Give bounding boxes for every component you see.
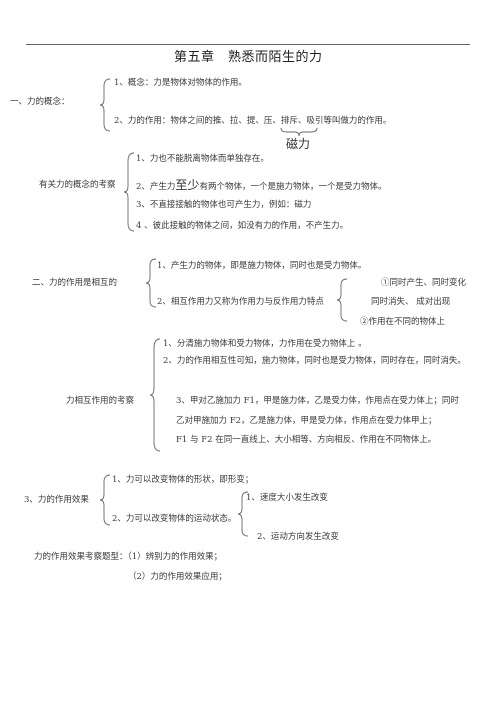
s2-item2-pre: 2、产生力 (136, 182, 176, 192)
section-4-brace (149, 338, 161, 452)
footer-line-2: （2）力的作用效果应用； (128, 572, 227, 582)
s4-item3a: 3、甲对乙施加力 F1，甲是施力体，乙是受力体，作用点在受力体上；同时 (176, 396, 459, 406)
s3-item2: 2、相互作用力又称为作用力与反作用力特点 (157, 297, 324, 307)
s2-item2-post: 有两个物体，一个是施力物体，一个是受力物体。 (199, 182, 387, 192)
s2-item1: 1、力也不能脱离物体而单独存在。 (136, 154, 269, 164)
page-title: 第五章 熟悉而陌生的力 (174, 50, 323, 65)
footer-line-1: 力的作用效果考察题型：（1）辨别力的作用效果； (34, 552, 223, 562)
section-5-brace (99, 474, 111, 526)
s4-item3c: F1 与 F2 在同一直线上、大小相等、方向相反、作用在不同物体上。 (176, 435, 437, 445)
section-3-brace (145, 258, 157, 308)
s3-item1: 1、产生力的物体，即是施力物体，同时也是受力物体。 (157, 261, 367, 271)
section-3-label: 二、力的作用是相互的 (32, 278, 118, 288)
s5-sub-brace (237, 491, 249, 537)
under-brace (280, 127, 318, 137)
section-1-brace (99, 78, 111, 132)
s1-item2: 2、力的作用：物体之间的推、拉、提、压、排斥、吸引等叫做力的作用。 (114, 116, 392, 126)
s4-item2: 2、力的作用相互性可知，施力物体，同时也是受力物体，同时存在，同时消失。 (163, 356, 466, 366)
title-rule (26, 44, 470, 45)
s3-sub3: ②作用在不同的物体上 (360, 317, 446, 327)
s4-item1: 1、分清施力物体和受力物体，力作用在受力物体上 。 (163, 339, 367, 349)
section-4-label: 力相互作用的考察 (66, 396, 135, 406)
s3-sub-brace (336, 278, 348, 322)
s5-sub2: 2、运动方向发生改变 (257, 532, 339, 542)
s1-item1: 1、概念：力是物体对物体的作用。 (114, 78, 247, 88)
s1-under-label: 磁力 (286, 137, 311, 151)
s5-item1: 1、力可以改变物体的形状，即形变； (112, 475, 254, 485)
s2-item2-emphasis: 至少 (175, 178, 200, 192)
section-1-label: 一、力的概念： (10, 97, 70, 107)
s3-sub2: 同时消失、 成对出现 (371, 297, 451, 307)
section-2-label: 有关力的概念的考察 (39, 180, 116, 190)
s2-item4: 4 、彼此接触的物体之间，如没有力的作用，不产生力。 (136, 221, 349, 231)
section-2-brace (123, 152, 135, 232)
s5-sub1: 1、速度大小发生改变 (246, 493, 328, 503)
s3-sub1: ①同时产生、同时变化 (381, 278, 467, 288)
s5-item2: 2、力可以改变物体的运动状态。 (112, 514, 237, 524)
section-5-label: 3、力的作用效果 (24, 495, 89, 505)
s2-item3: 3、不直接接触的物体也可产生力，例如：磁力 (136, 200, 312, 210)
s4-item3b: 乙对甲施加力 F2，乙是施力体，甲是受力体，作用点在受力体甲上； (176, 416, 437, 426)
s2-item2: 2、产生力至少有两个物体，一个是施力物体，一个是受力物体。 (136, 178, 387, 193)
